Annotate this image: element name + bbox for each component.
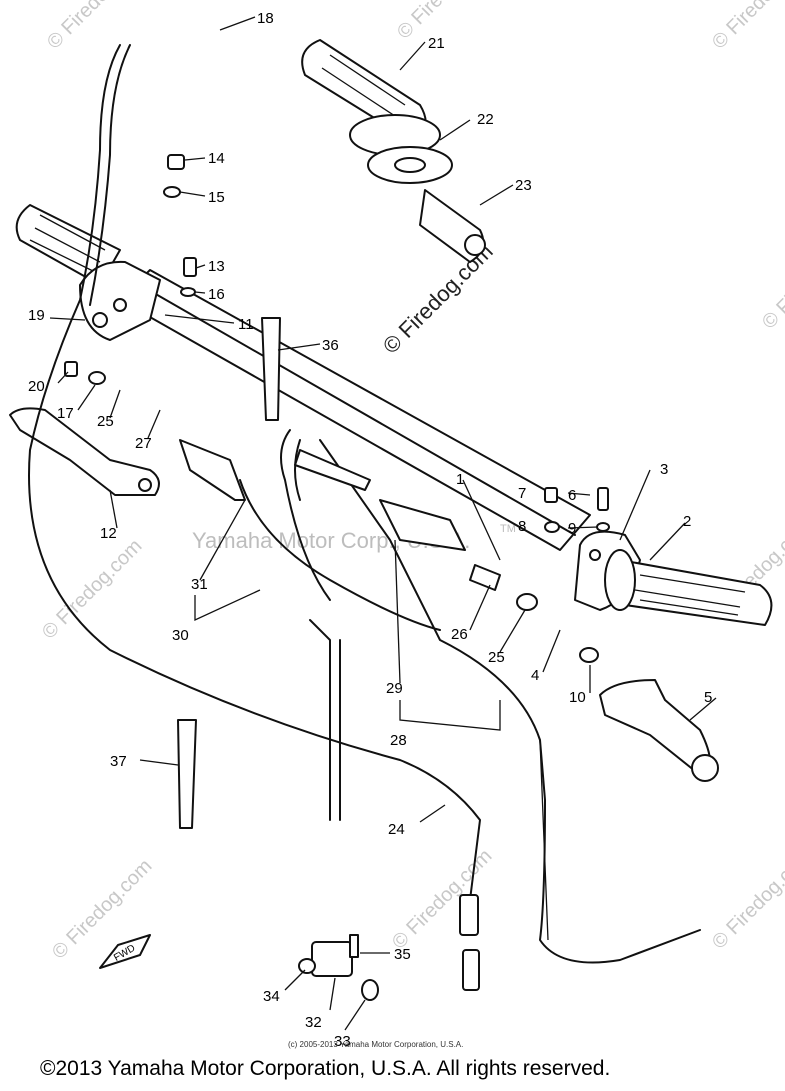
callout-8: 8 (518, 518, 526, 535)
callout-9: 9 (568, 520, 576, 537)
callout-31: 31 (191, 576, 208, 593)
callout-35: 35 (394, 946, 411, 963)
copyright-notice: ©2013 Yamaha Motor Corporation, U.S.A. A… (40, 1057, 611, 1080)
callout-30: 30 (172, 627, 189, 644)
callout-7: 7 (518, 485, 526, 502)
callout-34: 34 (263, 988, 280, 1005)
parts-diagram: © Firedog.com © Firedog.com © Firedog.co… (9, 0, 785, 1050)
watermark: © Firedog.com (758, 225, 785, 334)
callout-12: 12 (100, 525, 117, 542)
callout-15: 15 (208, 189, 225, 206)
right-grip (604, 549, 773, 626)
small-credit: (c) 2005-2013 Yamaha Motor Corporation, … (288, 1040, 464, 1049)
callout-3: 3 (660, 461, 668, 478)
callout-19: 19 (28, 307, 45, 324)
cables (28, 44, 701, 964)
watermark: © Firedog.com (43, 0, 152, 54)
callout-2: 2 (683, 513, 691, 530)
callout-37: 37 (110, 753, 127, 770)
brake-lever (599, 679, 719, 782)
callout-29: 29 (386, 680, 403, 697)
callout-10: 10 (569, 689, 586, 706)
callout-labels: 1 2 3 4 5 6 7 8 9 10 11 12 13 14 15 16 1… (28, 10, 712, 1050)
callout-22: 22 (477, 111, 494, 128)
watermark: © Firedog.com (708, 0, 785, 54)
watermark-center: © Firedog.com (378, 239, 498, 359)
callout-13: 13 (208, 258, 225, 275)
watermark: © Firedog.com (38, 535, 147, 644)
callout-14: 14 (208, 150, 225, 167)
callout-33: 33 (334, 1033, 351, 1050)
leader-lines (49, 16, 717, 1031)
left-lever-holder (79, 260, 161, 341)
callout-18: 18 (257, 10, 274, 27)
cable-ties (177, 317, 281, 829)
callout-20: 20 (28, 378, 45, 395)
callout-25-right: 25 (488, 649, 505, 666)
callout-5: 5 (704, 689, 712, 706)
callout-6: 6 (568, 487, 576, 504)
callout-17: 17 (57, 405, 74, 422)
callout-27: 27 (135, 435, 152, 452)
callout-36: 36 (322, 337, 339, 354)
fwd-arrow-icon: FWD (99, 934, 151, 969)
watermark: © Firedog.com (708, 845, 785, 954)
callout-25-left: 25 (97, 413, 114, 430)
callout-26: 26 (451, 626, 468, 643)
callout-16: 16 (208, 286, 225, 303)
callout-21: 21 (428, 35, 445, 52)
watermark: © Firedog.com (393, 0, 502, 44)
callout-28: 28 (390, 732, 407, 749)
cable-covers (179, 439, 466, 551)
callout-4: 4 (531, 667, 539, 684)
exploded-grip (301, 39, 486, 263)
callout-24: 24 (388, 821, 405, 838)
handlebar (119, 269, 591, 551)
callout-1: 1 (456, 471, 464, 488)
small-parts (64, 154, 610, 663)
cable-bracket (298, 894, 480, 1001)
trademark-mark: TM (500, 523, 516, 535)
watermark: © Firedog.com (388, 845, 497, 954)
callout-23: 23 (515, 177, 532, 194)
callout-32: 32 (305, 1014, 322, 1031)
clutch-lever (9, 407, 160, 496)
callout-11: 11 (238, 316, 254, 333)
